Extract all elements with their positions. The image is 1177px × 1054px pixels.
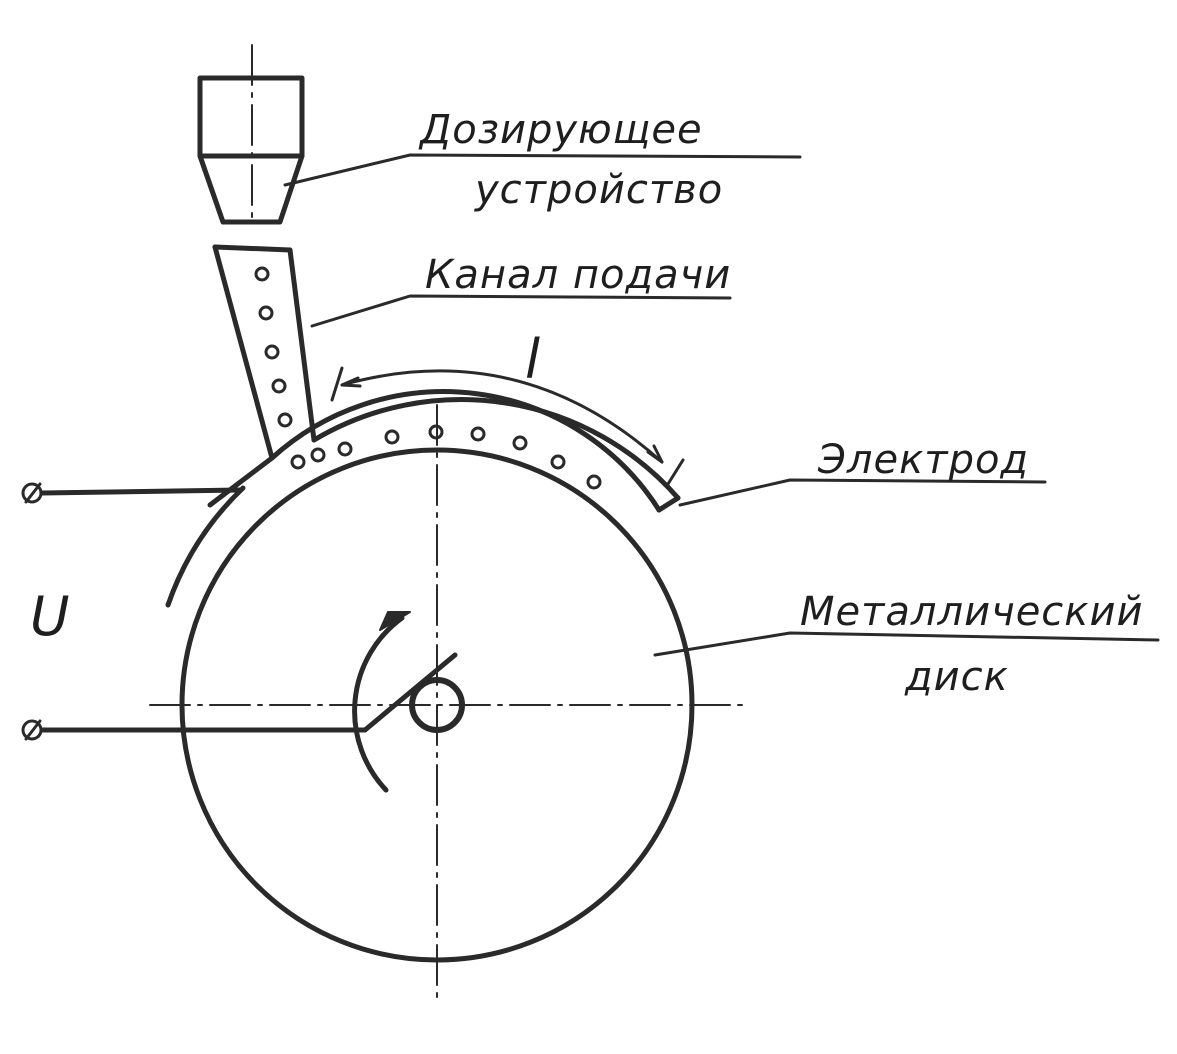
length-symbol: l (525, 328, 540, 391)
feed-channel (207, 244, 326, 508)
length-dimension-right-arrow (646, 444, 664, 464)
electrode-outer-edge (311, 397, 681, 501)
length-dimension (330, 366, 685, 486)
dosing-device (197, 75, 305, 225)
length-dimension-right-tick (666, 458, 685, 486)
electrode-left-tail (165, 485, 246, 608)
particle (277, 412, 293, 428)
leader-lines (283, 153, 1160, 657)
particle (310, 447, 326, 463)
particle (428, 424, 444, 440)
dosing-device-leader (283, 153, 802, 187)
length-dimension-left-arrow (340, 376, 362, 388)
upper-lead-wire (39, 487, 243, 496)
particle (337, 441, 353, 457)
lower-terminal-slash (24, 719, 42, 741)
metal-disk-leader (653, 631, 1160, 657)
electrode-inner-edge (269, 389, 662, 513)
particle (258, 305, 274, 321)
particle (271, 378, 287, 394)
length-dimension-left-tick (330, 366, 344, 402)
hopper-funnel (197, 153, 305, 225)
particle (264, 344, 280, 360)
electrode-end-cap (656, 495, 681, 513)
feed-channel-top (212, 244, 293, 253)
metal-disk-label-line2: диск (904, 654, 1009, 700)
particle (512, 435, 528, 451)
particle (384, 429, 400, 445)
particle (470, 426, 486, 442)
upper-terminal-slash (24, 482, 42, 504)
particle (586, 474, 602, 490)
electrode-particles (337, 424, 602, 490)
metal-disk-label-line1: Металлический (800, 589, 1143, 635)
dosing-device-label-line2: устройство (474, 167, 723, 213)
length-dimension-arc (340, 369, 664, 464)
dosing-device-label-line1: Дозирующее (418, 107, 703, 153)
voltage-symbol: U (30, 585, 70, 648)
disk-hub (362, 652, 465, 733)
electrode-label: Электрод (817, 437, 1029, 483)
electrode-leader (678, 478, 1047, 507)
disk-hub-circle (409, 677, 465, 733)
rotation-indicator (352, 611, 411, 793)
rotation-arrow-head (379, 611, 411, 631)
particle (254, 266, 270, 282)
brush-contact-line (362, 652, 458, 733)
rotation-arrow-arc (352, 615, 405, 793)
particle (550, 454, 566, 470)
lower-terminal (21, 719, 43, 741)
feed-channel-inner-wall (287, 247, 317, 443)
upper-terminal (21, 482, 43, 504)
center-lines (149, 44, 749, 1006)
electrode (165, 389, 681, 608)
feed-channel-label: Канал подачи (425, 252, 731, 298)
metal-disk (179, 447, 695, 963)
feed-channel-particles (254, 266, 326, 470)
electrical-circuit (21, 482, 368, 741)
feed-channel-leader (310, 294, 732, 328)
particle (290, 454, 306, 470)
feed-channel-outer-wall (207, 244, 275, 508)
